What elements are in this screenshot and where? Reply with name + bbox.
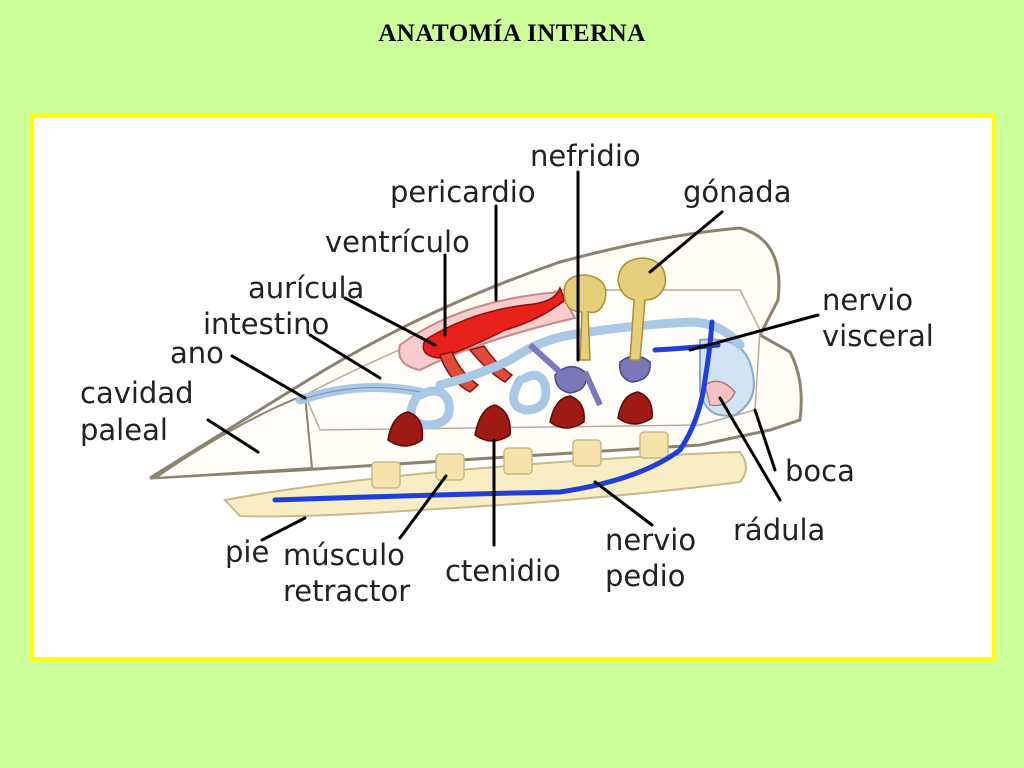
label-boca: boca — [785, 454, 855, 488]
label-nefridio: nefridio — [530, 139, 641, 173]
label-nervio-pedio-1: nervio — [605, 523, 696, 557]
ventricle — [422, 285, 566, 359]
visceral-nerve — [652, 342, 721, 353]
label-pie: pie — [225, 535, 269, 569]
label-auricula: aurícula — [248, 271, 364, 305]
label-nervio-visceral-1: nervio — [822, 283, 913, 317]
label-nervio-pedio-2: pedio — [605, 559, 685, 593]
label-nervio-visceral-2: visceral — [822, 319, 934, 353]
slide-title: ANATOMÍA INTERNA — [378, 20, 646, 47]
label-retractor: retractor — [283, 574, 410, 608]
foot — [223, 450, 747, 518]
pedal-nerve — [272, 319, 715, 503]
gonads — [563, 257, 667, 361]
label-musculo: músculo — [283, 538, 405, 572]
label-ano: ano — [170, 336, 224, 370]
label-pericardio: pericardio — [390, 175, 536, 209]
retractor-muscles — [371, 431, 669, 489]
label-paleal: paleal — [80, 413, 168, 447]
label-cavidad: cavidad — [80, 376, 194, 410]
radula-organ — [704, 380, 736, 407]
nerves — [272, 319, 721, 503]
intestine-outline — [299, 387, 421, 401]
label-ctenidio: ctenidio — [445, 554, 561, 588]
ctenidia — [387, 391, 653, 447]
label-gonada: gónada — [683, 175, 791, 209]
label-intestino: intestino — [203, 307, 329, 341]
label-ventriculo: ventrículo — [325, 225, 470, 259]
nephridium — [527, 342, 651, 407]
leader-lines — [206, 170, 820, 547]
label-radula: rádula — [733, 513, 825, 547]
